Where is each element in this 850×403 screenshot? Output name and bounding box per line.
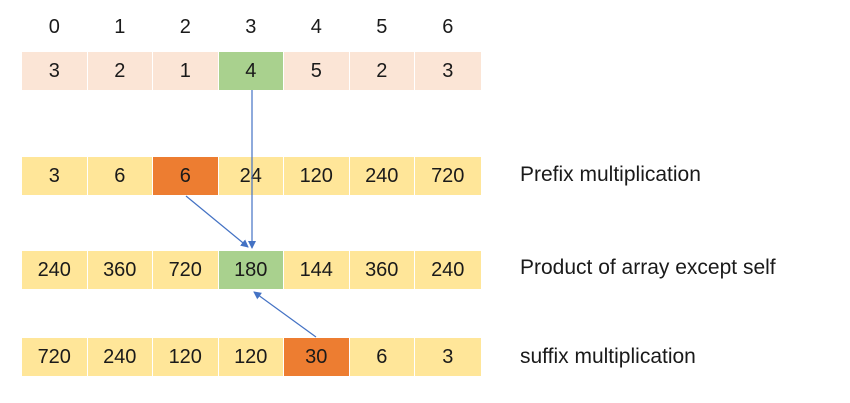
suffix-cell: 120 — [218, 338, 284, 376]
index-cell: 3 — [219, 8, 284, 46]
suffix-row: 720 240 120 120 30 6 3 — [22, 338, 481, 376]
input-cell: 2 — [349, 52, 415, 90]
prefix-cell: 24 — [218, 157, 284, 195]
suffix-cell: 6 — [349, 338, 415, 376]
result-label: Product of array except self — [520, 256, 776, 279]
prefix-cell: 6 — [87, 157, 153, 195]
suffix-cell: 3 — [415, 338, 481, 376]
prefix-cell: 120 — [284, 157, 350, 195]
suffix-cell: 720 — [22, 338, 88, 376]
prefix-cell: 240 — [349, 157, 415, 195]
index-cell: 1 — [88, 8, 153, 46]
index-cell: 2 — [153, 8, 219, 46]
suffix-cell: 120 — [153, 338, 219, 376]
suffix-label: suffix multiplication — [520, 345, 696, 368]
input-cell-highlighted: 4 — [218, 52, 284, 90]
index-cell: 6 — [442, 15, 454, 38]
result-cell-highlighted: 180 — [218, 251, 284, 289]
suffix-cell: 240 — [87, 338, 153, 376]
result-row: 240 360 720 180 144 360 240 — [22, 251, 481, 289]
index-cell: 4 — [284, 8, 350, 46]
index-cell: 5 — [350, 8, 415, 46]
input-cell: 1 — [153, 52, 219, 90]
index-row: 0 1 2 3 4 5 6 — [22, 8, 481, 46]
prefix-cell-highlighted: 6 — [153, 157, 219, 195]
arrow-prefix-to-result — [185, 195, 249, 248]
input-cell: 2 — [87, 52, 153, 90]
prefix-cell: 720 — [415, 157, 481, 195]
input-cell: 3 — [22, 52, 88, 90]
result-cell: 144 — [284, 251, 350, 289]
result-cell: 360 — [349, 251, 415, 289]
index-cell: 0 — [22, 8, 88, 46]
result-cell: 240 — [415, 251, 481, 289]
prefix-row: 3 6 6 24 120 240 720 — [22, 157, 481, 195]
input-cell: 5 — [284, 52, 350, 90]
result-cell: 720 — [153, 251, 219, 289]
arrow-suffix-to-result — [253, 291, 317, 338]
input-cell: 3 — [415, 52, 481, 90]
result-cell: 240 — [22, 251, 88, 289]
suffix-cell-highlighted: 30 — [284, 338, 350, 376]
prefix-label: Prefix multiplication — [520, 163, 701, 186]
input-array-row: 3 2 1 4 5 2 3 — [22, 52, 481, 90]
prefix-cell: 3 — [22, 157, 88, 195]
result-cell: 360 — [87, 251, 153, 289]
